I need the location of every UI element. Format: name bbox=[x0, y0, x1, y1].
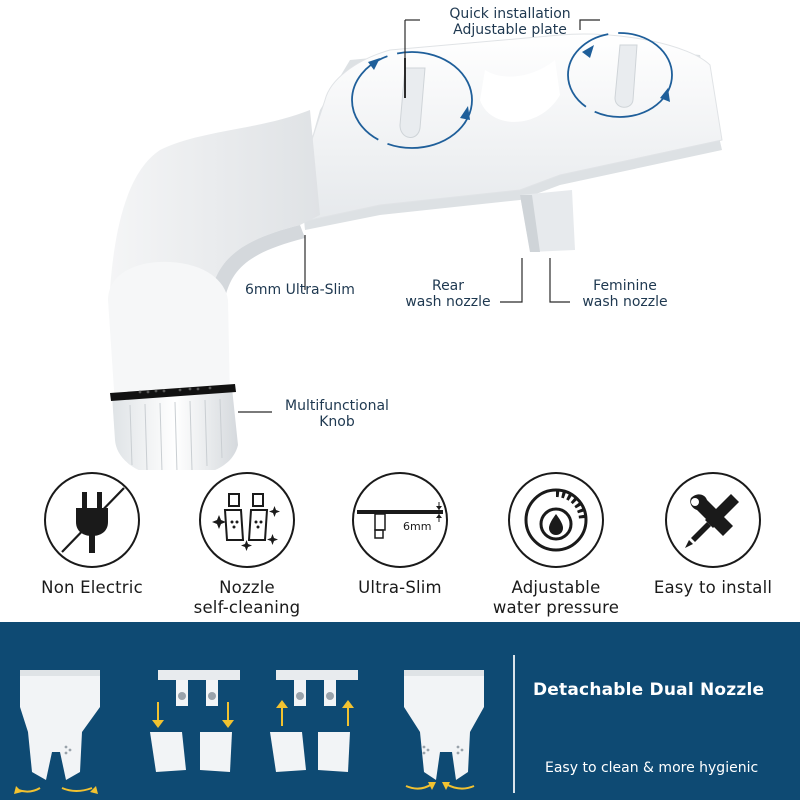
feature-nozzle-self-cleaning: Nozzle self-cleaning bbox=[172, 470, 322, 620]
nozzle-step-attached bbox=[14, 670, 100, 794]
nozzle-steps-illustration bbox=[14, 670, 484, 794]
feature-label: Adjustable water pressure bbox=[492, 578, 620, 617]
bottom-banner bbox=[0, 622, 800, 800]
rear-nozzle-label: Rear wash nozzle bbox=[405, 278, 491, 310]
knob-body bbox=[108, 261, 238, 470]
feature-label: Non Electric bbox=[41, 578, 143, 597]
nozzle-housing bbox=[520, 190, 575, 252]
nozzle-step-closeup bbox=[404, 670, 484, 790]
nozzle-step-attaching bbox=[270, 670, 358, 772]
feature-label: Easy to install bbox=[653, 578, 773, 597]
adjustable-slot-left bbox=[351, 51, 473, 149]
ultra-slim-label: 6mm Ultra-Slim bbox=[245, 282, 355, 298]
arm bbox=[110, 110, 320, 300]
knob-label: Multifunctional Knob bbox=[285, 398, 389, 430]
quick-installation-label: Quick installation Adjustable plate bbox=[449, 6, 571, 38]
feature-non-electric: Non Electric bbox=[17, 470, 167, 620]
slim-profile-icon: 6mm bbox=[352, 472, 448, 568]
adjustable-slot-right bbox=[567, 32, 673, 118]
banner-divider bbox=[513, 655, 515, 793]
banner-title: Detachable Dual Nozzle bbox=[533, 680, 765, 700]
pressure-dial-icon bbox=[508, 472, 604, 568]
product-illustration bbox=[108, 19, 723, 470]
feature-easy-install: Easy to install bbox=[638, 470, 788, 620]
leader-lines bbox=[238, 19, 600, 413]
feature-adjustable-pressure: Adjustable water pressure bbox=[481, 470, 631, 620]
banner-subtitle: Easy to clean & more hygienic bbox=[545, 760, 759, 776]
feature-row: Non Electric No bbox=[0, 470, 800, 620]
mounting-plate bbox=[300, 33, 723, 230]
feature-ultra-slim: 6mm Ultra-Slim bbox=[325, 470, 475, 620]
feature-label: Ultra-Slim bbox=[358, 578, 442, 597]
plug-crossed-icon bbox=[44, 472, 140, 568]
nozzle-clean-icon bbox=[199, 472, 295, 568]
feature-label: Nozzle self-cleaning bbox=[193, 578, 301, 617]
wrench-screwdriver-icon bbox=[665, 472, 761, 568]
svg-text:6mm: 6mm bbox=[403, 520, 431, 533]
feminine-nozzle-label: Feminine wash nozzle bbox=[582, 278, 668, 310]
nozzle-step-detaching bbox=[150, 670, 240, 772]
